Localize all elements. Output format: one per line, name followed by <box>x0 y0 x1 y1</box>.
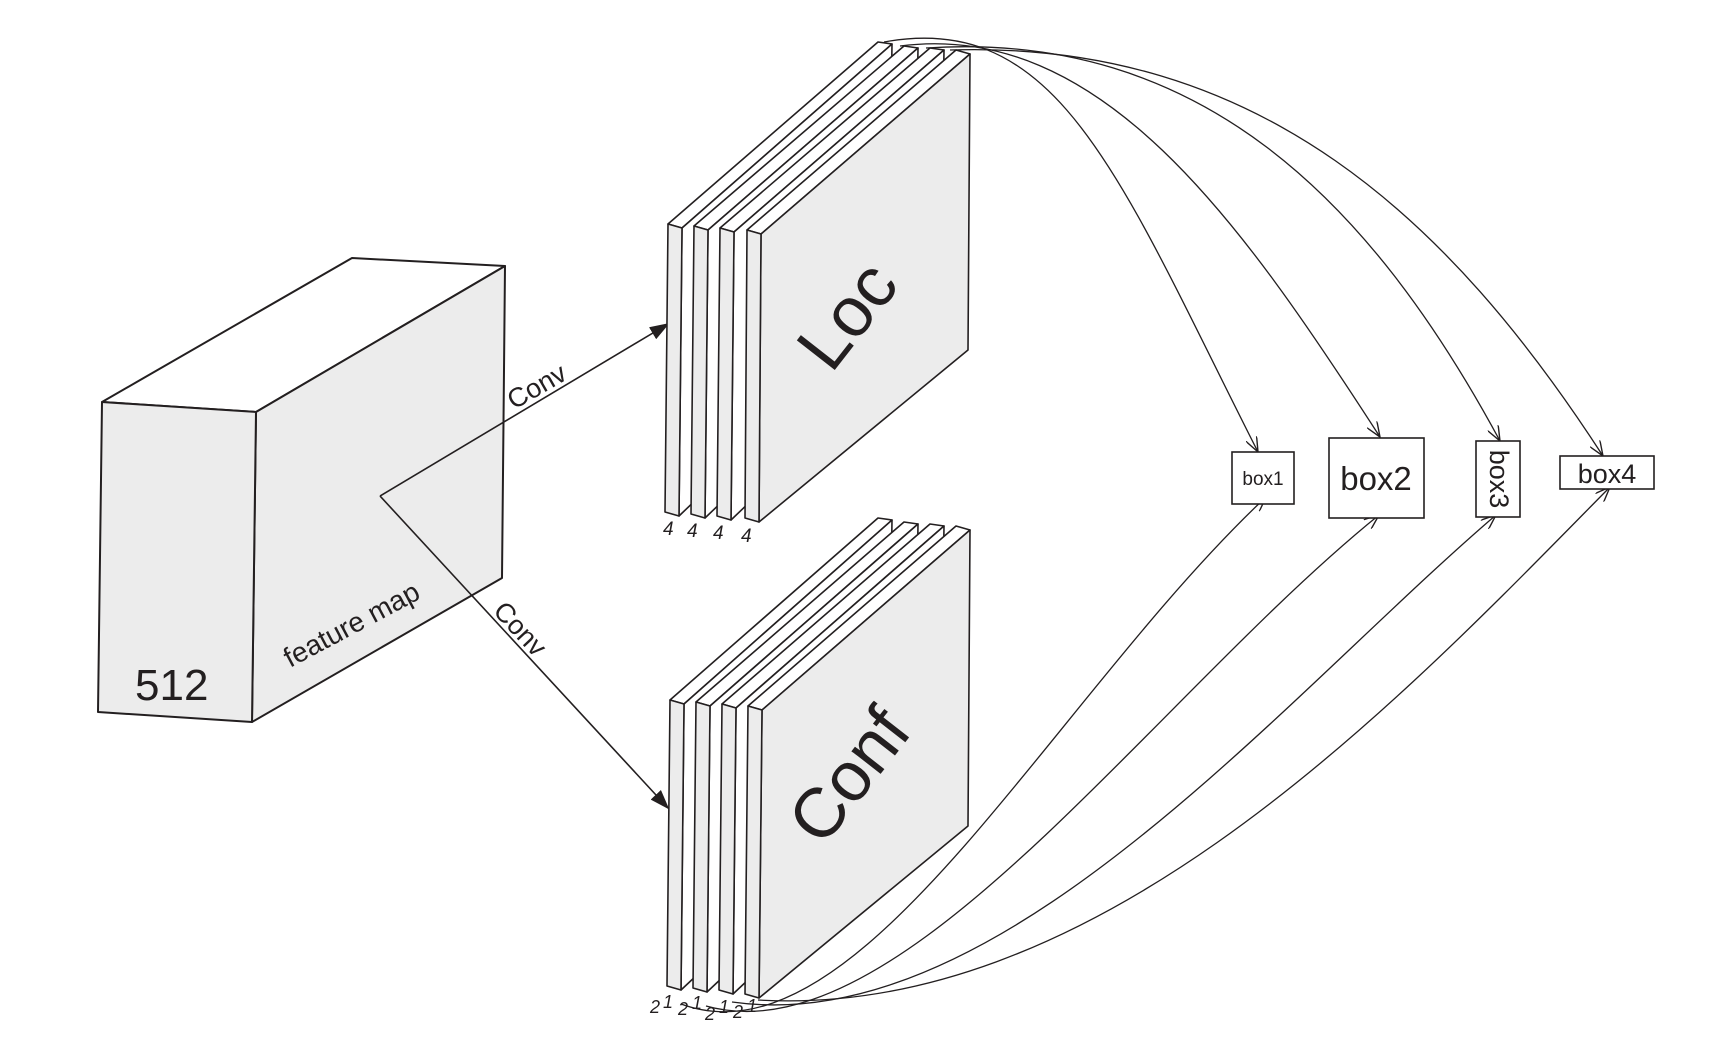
loc-stack: Loc 4 4 4 4 <box>663 41 971 547</box>
output-boxes: box1 box2 box3 box4 <box>1231 437 1655 519</box>
conf-channel-6: 1 <box>719 997 729 1017</box>
conv-arrow-to-loc <box>379 322 670 497</box>
conf-channel-8: 1 <box>747 996 757 1016</box>
box3-label: box3 <box>1484 450 1514 509</box>
conf-curve-box1 <box>680 497 1266 1013</box>
loc-curve-box3 <box>925 46 1500 441</box>
loc-channel-1: 4 <box>663 519 674 540</box>
loc-curve-box2 <box>899 43 1380 437</box>
box3 <box>1475 440 1521 518</box>
feature-map-front-face <box>97 401 257 723</box>
conf-channel-5: 2 <box>704 1004 715 1024</box>
conf-channel-4: 1 <box>692 993 702 1013</box>
conf-channel-1: 2 <box>649 997 660 1017</box>
conv-label-upper: Conv <box>502 357 572 415</box>
box2 <box>1328 437 1425 519</box>
box4 <box>1559 455 1655 490</box>
conf-to-box-connectors <box>680 487 1610 1013</box>
loc-curve-box1 <box>883 37 1258 452</box>
loc-to-box-connectors <box>883 37 1603 456</box>
conf-curve-box3 <box>731 515 1496 1006</box>
loc-curve-box4 <box>949 48 1603 456</box>
conf-channel-2: 1 <box>663 992 673 1012</box>
conf-channel-7: 2 <box>732 1002 743 1022</box>
loc-channel-3: 4 <box>713 523 724 544</box>
loc-channel-4: 4 <box>741 526 752 547</box>
conf-channel-3: 2 <box>677 999 688 1019</box>
box1-label: box1 <box>1242 469 1283 490</box>
conv-label-lower: Conv <box>488 596 553 663</box>
conf-stack: Conf 2 1 2 1 2 1 2 1 <box>649 517 971 1024</box>
box4-label: box4 <box>1578 459 1637 489</box>
feature-map-depth-label: 512 <box>135 661 208 710</box>
box2-label: box2 <box>1340 460 1412 497</box>
conv-arrow-to-conf <box>379 495 670 810</box>
conf-curve-box4 <box>757 487 1610 1002</box>
box1 <box>1231 451 1295 505</box>
feature-map-block: 512 feature map <box>97 257 506 723</box>
loc-channel-2: 4 <box>687 521 698 542</box>
